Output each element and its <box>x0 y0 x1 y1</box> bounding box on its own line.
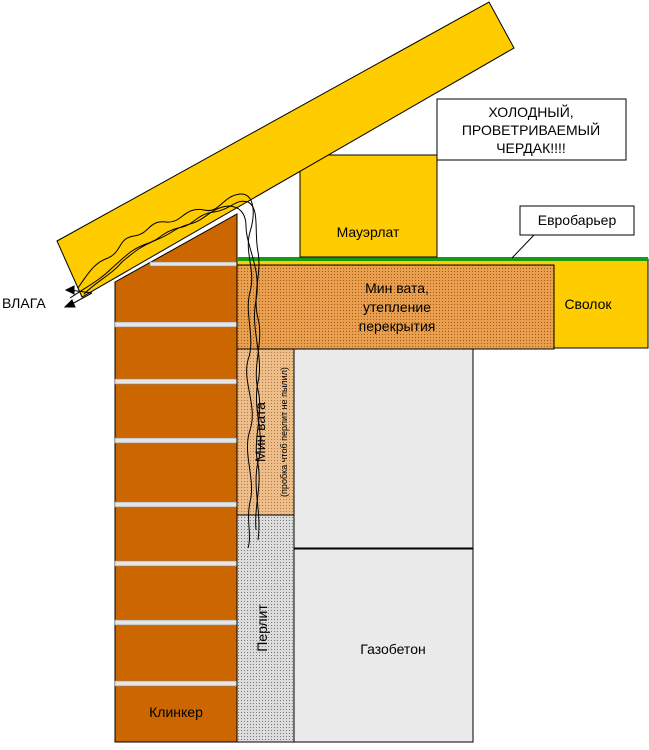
mortar-joint <box>114 321 238 328</box>
ceiling-mineral-wool-label-line2: утепление <box>363 299 431 315</box>
mortar-joint <box>114 680 238 687</box>
mortar-joint <box>114 501 238 508</box>
moisture-wave-line <box>83 205 261 541</box>
vertical-mineral-wool: Мин вата (пробка чтоб перлит не пылил) <box>236 347 295 516</box>
aerated-concrete-blocks: Газобетон <box>293 347 474 743</box>
mauerlat-beam <box>299 154 438 258</box>
clinker-label: Клинкер <box>149 704 203 720</box>
rafter <box>56 1 515 298</box>
moisture-wave-line <box>77 193 254 549</box>
eurobarrier-label: Евробарьер <box>538 212 617 228</box>
plug-note-label: (пробка чтоб перлит не пылил) <box>279 367 289 497</box>
eurobarrier-callout-box <box>519 205 635 236</box>
mauerlat: Мауэрлат <box>299 154 438 258</box>
clinker-wall-body <box>114 213 238 743</box>
joist-label: Сволок <box>564 296 612 312</box>
cold-attic-callout-box <box>436 98 627 161</box>
aerated-concrete-block-lower <box>293 548 474 743</box>
mortar-joint <box>114 619 238 626</box>
mortar-joint <box>114 437 238 444</box>
vertical-mineral-wool-layer <box>236 347 295 516</box>
cold-attic-label-line1: ХОЛОДНЫЙ, <box>488 103 573 120</box>
eurobarrier-leader-line <box>511 234 535 259</box>
mortar-joint <box>114 560 238 567</box>
cold-attic-callout: ХОЛОДНЫЙ, ПРОВЕТРИВАЕМЫЙ ЧЕРДАК!!!! <box>436 98 627 161</box>
aerated-concrete-label: Газобетон <box>360 641 425 657</box>
perlite-fill: Перлит <box>236 514 295 743</box>
moisture-path-lines <box>63 193 261 549</box>
cold-attic-label-line2: ПРОВЕТРИВАЕМЫЙ <box>462 121 600 138</box>
clinker-brick-wall: Клинкер <box>114 213 238 743</box>
eurobarrier-line <box>237 257 648 261</box>
aerated-concrete-block-upper <box>293 347 474 549</box>
eurobarrier-callout: Евробарьер <box>511 205 635 259</box>
moisture-label: ВЛАГА <box>2 295 46 311</box>
perlite-label: Перлит <box>254 604 270 652</box>
mortar-joint <box>149 261 238 267</box>
mortar-joint <box>114 378 238 385</box>
ceiling-mineral-wool-label-line3: перекрытия <box>359 318 436 334</box>
rafter-beam <box>56 1 515 298</box>
eurobarrier-membrane <box>237 257 648 261</box>
perlite-layer <box>236 514 295 743</box>
ceiling-mineral-wool: Мин вата, утепление перекрытия <box>236 264 555 350</box>
ceiling-mineral-wool-label-line1: Мин вата, <box>365 280 429 296</box>
moisture-arrow-head <box>64 285 75 295</box>
cold-attic-label-line3: ЧЕРДАК!!!! <box>496 140 566 156</box>
mauerlat-label: Мауэрлат <box>337 224 400 240</box>
ceiling-mineral-wool-layer <box>236 264 555 350</box>
moisture-arrow-head <box>63 299 76 308</box>
